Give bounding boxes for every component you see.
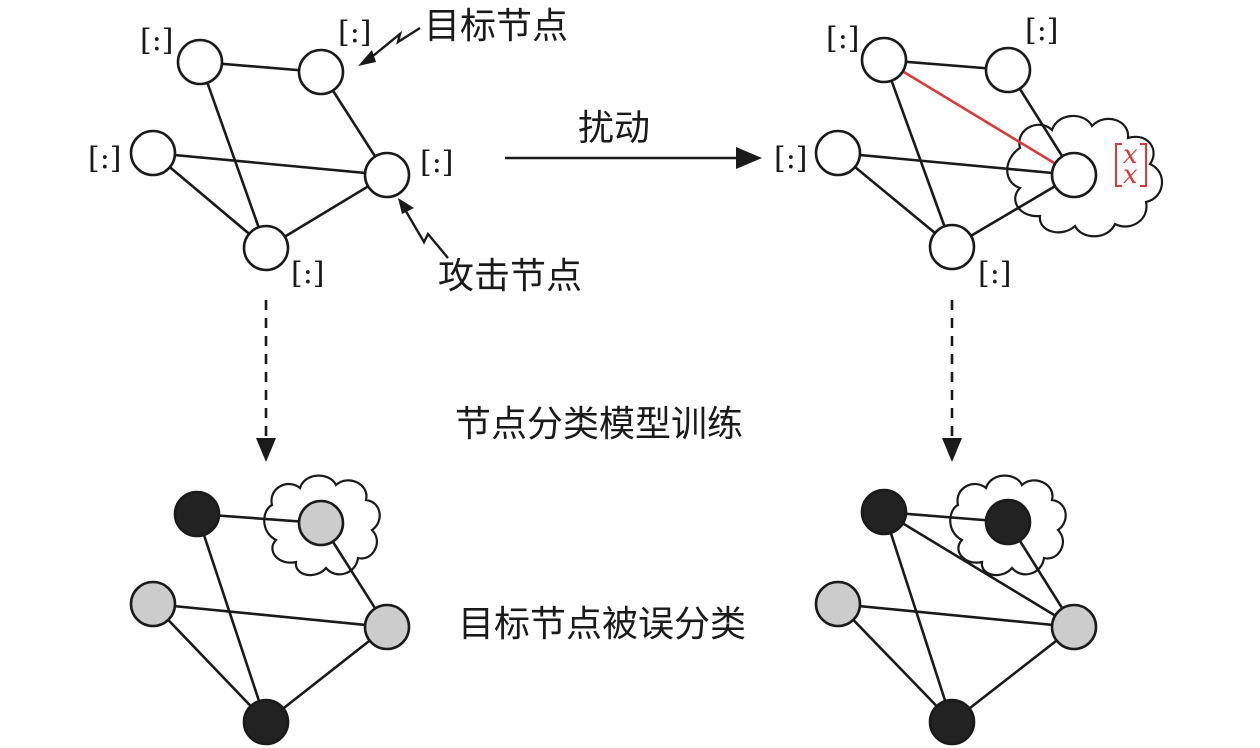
feature-vector-c: [:] — [88, 141, 122, 176]
node-a — [860, 36, 908, 84]
feature-vector-a: [:] — [140, 23, 174, 58]
edge-c-d — [837, 151, 1075, 177]
edge-c-e — [152, 603, 267, 723]
target-pointer-head — [358, 50, 376, 66]
node-d-attack — [363, 151, 411, 199]
node-b-target — [297, 48, 345, 96]
node-a-class-black — [173, 490, 221, 538]
training-arrows: 节点分类模型训练 — [256, 300, 962, 462]
target-node-label: 目标节点 — [424, 6, 568, 47]
node-b-target-class-black — [984, 498, 1032, 546]
feature-vector-b: [:] — [338, 15, 372, 50]
node-b-target — [984, 46, 1032, 94]
perturbation-edge-a-d — [883, 58, 1075, 177]
node-b-target-class-gray — [297, 499, 345, 547]
node-a-class-black — [860, 488, 908, 536]
edge-c-e — [152, 152, 267, 249]
edge-d-e — [951, 625, 1075, 724]
feature-vector-e: [:] — [291, 256, 325, 291]
edge-c-e — [837, 151, 953, 249]
perturbation-arrow-group: 扰动 — [505, 108, 762, 169]
edge-c-e — [837, 603, 953, 723]
node-a — [176, 38, 224, 86]
perturbed-feature-top: x — [1123, 140, 1138, 170]
edge-d-e — [265, 625, 388, 724]
node-c — [814, 129, 862, 177]
attack-pointer-arrow — [402, 207, 449, 259]
edge-a-d — [883, 510, 1075, 629]
edge-c-d — [152, 151, 388, 177]
perturbation-arrow-head — [736, 147, 762, 169]
clean-classification-graph — [129, 474, 411, 746]
training-arrow-right-head — [942, 438, 962, 462]
edge-d-e — [265, 173, 388, 250]
feature-vector-e: [:] — [978, 256, 1012, 291]
feature-vector-d: [:] — [420, 145, 454, 180]
node-c-class-gray — [129, 580, 177, 628]
perturbation-label: 扰动 — [578, 108, 650, 149]
node-d-attack — [1050, 151, 1098, 199]
perturbed-graph: [:] [:] [:] [:] x x — [774, 13, 1164, 291]
edge-a-e — [198, 61, 268, 249]
target-pointer-arrow — [367, 26, 421, 61]
node-c-class-gray — [814, 580, 862, 628]
edge-d-e — [951, 173, 1075, 249]
node-e-class-black — [928, 698, 976, 746]
training-label: 节点分类模型训练 — [455, 404, 743, 445]
node-e — [242, 224, 290, 272]
clean-graph: [:] [:] [:] [:] [:] 目标节点 攻击节点 — [88, 6, 582, 297]
perturbed-classification-graph — [814, 474, 1098, 746]
feature-vector-c: [:] — [774, 141, 808, 176]
training-arrow-left-head — [256, 438, 276, 462]
feature-vector-b: [:] — [1025, 13, 1059, 48]
attack-node-label: 攻击节点 — [438, 256, 582, 297]
edge-a-e — [195, 513, 268, 723]
edge-a-e — [882, 511, 954, 723]
node-d-class-gray — [1050, 603, 1098, 651]
edge-c-d — [837, 602, 1075, 629]
perturbed-feature-bottom: x — [1123, 160, 1138, 190]
node-d-class-gray — [363, 603, 411, 651]
edge-c-d — [152, 602, 388, 629]
node-e-class-black — [242, 698, 290, 746]
edge-a-e — [882, 59, 954, 248]
misclassified-label: 目标节点被误分类 — [458, 604, 746, 645]
feature-vector-a: [:] — [826, 21, 860, 56]
node-e — [928, 223, 976, 271]
node-c — [129, 129, 177, 177]
perturbed-feature-vector: x x — [1115, 140, 1147, 190]
attack-pointer-head — [398, 198, 414, 214]
